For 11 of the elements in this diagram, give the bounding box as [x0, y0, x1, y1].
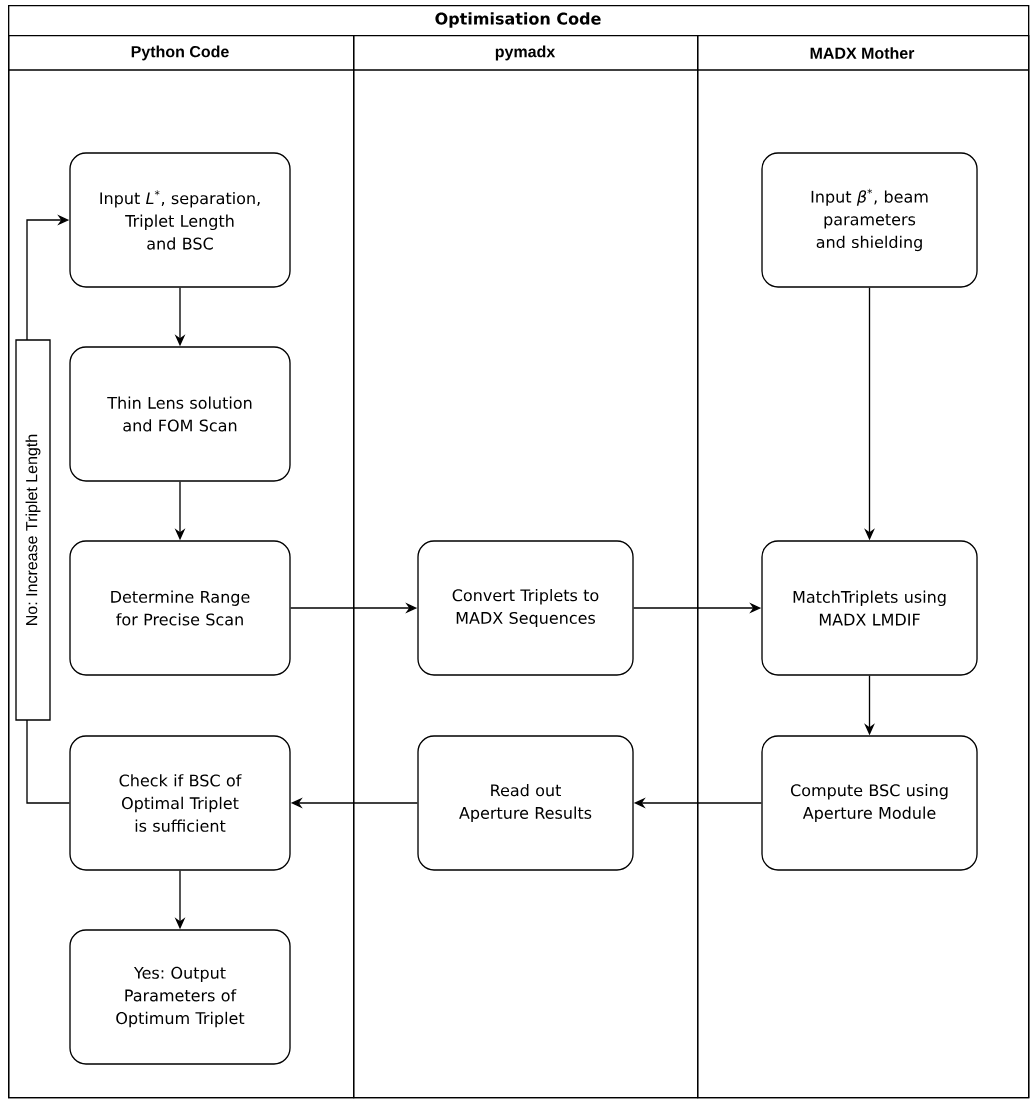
process-box: Thin Lens solution and FOM Scan [69, 346, 291, 482]
edge-label: No: Increase Triplet Length [15, 339, 51, 721]
process-box: Read out Aperture Results [417, 735, 634, 871]
process-box: Input β$^{*}$, beam parameters and shielding [761, 152, 978, 288]
process-box: Yes: Output Parameters of Optimum Triplet [69, 929, 291, 1065]
process-box: Check if BSC of Optimal Triplet is sufficient [69, 735, 291, 871]
process-box: Convert Triplets to MADX Sequences [417, 540, 634, 676]
process-box: Determine Range for Precise Scan [69, 540, 291, 676]
process-box: MatchTriplets using MADX LMDIF [761, 540, 978, 676]
process-box: Input L$^{*}$, separation, Triplet Length and BSC [69, 152, 291, 288]
process-box: Compute BSC using Aperture Module [761, 735, 978, 871]
